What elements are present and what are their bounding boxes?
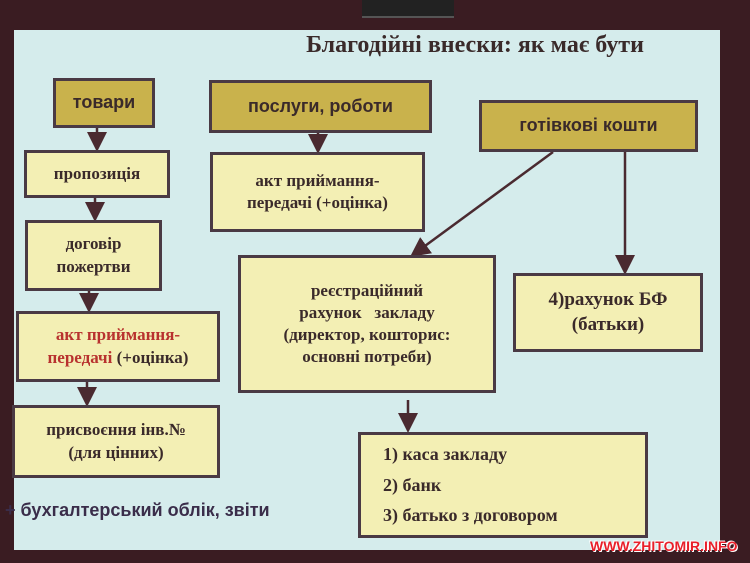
- box-line: передачі (+оцінка): [247, 193, 388, 212]
- box-line: договір: [65, 234, 122, 254]
- box-line: (батьки): [571, 313, 645, 335]
- cash-header: готівкові кошти: [479, 100, 698, 152]
- payment-options-box: 1) каса закладу 2) банк 3) батько з догово…: [358, 432, 648, 538]
- list-item: 3) батько з договором: [383, 505, 558, 526]
- arrow: [409, 150, 554, 257]
- charity-fund-box: 4)рахунок БФ (батьки): [513, 273, 703, 352]
- box-line: передачі: [47, 347, 113, 367]
- box-line: присвоєння інв.№: [46, 420, 186, 440]
- watermark: WWW.ZHITOMIR.INFO: [590, 538, 738, 554]
- goods-header-label: товари: [72, 92, 136, 113]
- slide-title: Благодійні внески: як має бути: [306, 32, 644, 58]
- cash-header-label: готівкові кошти: [519, 115, 658, 136]
- inventory-number-box: присвоєння інв.№(для цінних): [12, 405, 220, 478]
- services-header-label: послуги, роботи: [248, 95, 393, 116]
- box-line: пожертви: [56, 256, 131, 276]
- list-item: 2) банк: [383, 474, 442, 495]
- box-line: реєстраційний: [310, 280, 424, 300]
- box-line: (для цінних): [68, 442, 164, 462]
- proposal-box: пропозиція: [24, 150, 170, 198]
- list-item: 1) каса закладу: [383, 444, 508, 465]
- services-header: послуги, роботи: [209, 80, 432, 133]
- goods-header: товари: [53, 78, 155, 128]
- services-act-box: акт приймання-передачі (+оцінка): [210, 152, 425, 232]
- box-line: 4)рахунок БФ: [548, 288, 668, 310]
- box-line: основні потреби): [302, 347, 432, 367]
- box-line: (+оцінка): [112, 347, 189, 367]
- proposal-label: пропозиція: [53, 163, 141, 183]
- footnote: + бухгалтерський облік, звіти: [5, 500, 270, 520]
- box-line: рахунок закладу: [299, 302, 435, 322]
- box-line: акт приймання-: [255, 170, 380, 190]
- projector-mount: [362, 0, 454, 18]
- box-line: (директор, кошторис:: [283, 325, 451, 344]
- acceptance-act-box: акт приймання-передачі (+оцінка): [16, 311, 220, 382]
- box-line: акт приймання-: [55, 325, 181, 345]
